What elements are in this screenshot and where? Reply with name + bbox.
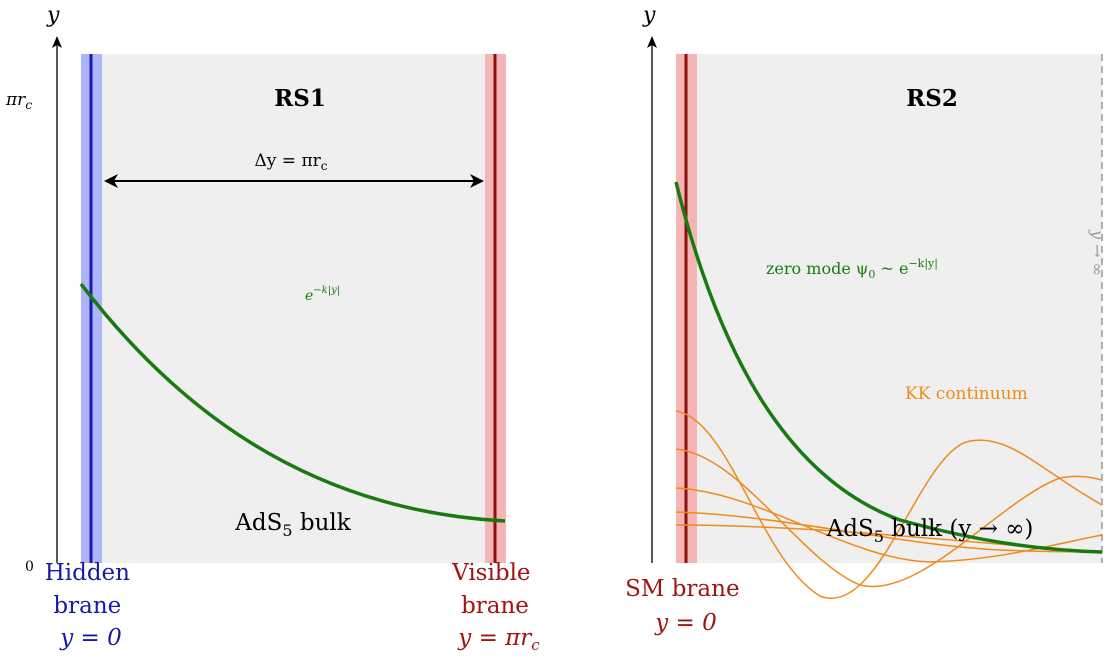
rs2-bulk-label: AdS5 bulk (y → ∞) <box>826 516 1034 546</box>
infinity-boundary-label: y → ∞ <box>1088 229 1107 276</box>
rs1-y-axis-label: y <box>46 3 60 28</box>
rs1-y-zero-tick: 0 <box>25 559 34 575</box>
rs2-y-axis-arrowhead <box>647 36 657 48</box>
rs1-warp-curve <box>79 282 506 523</box>
rs1-bulk-label: AdS5 bulk <box>234 510 351 540</box>
sm-brane-label: SM brane y = 0 <box>625 576 747 636</box>
rs2-title: RS2 <box>906 85 958 112</box>
rs1-title: RS1 <box>274 85 326 112</box>
kk-mode-1 <box>675 410 1103 600</box>
rs1-delta-label: Δy = πrc <box>255 151 328 173</box>
rs1-y-top-tick: πrc <box>5 90 32 112</box>
rs1-delta-arrow <box>104 174 484 188</box>
visible-brane-position: y = πrc <box>457 625 540 654</box>
rs2-bulk-region <box>676 54 1102 563</box>
visible-brane-label: Visible brane <box>451 560 538 619</box>
kk-continuum-label: KK continuum <box>905 384 1028 404</box>
rs1-panel: y πrc 0 RS1 Δy = πrc e−k|y| AdS5 bulk Hi… <box>5 3 540 654</box>
rs2-y-axis-label: y <box>642 3 656 28</box>
rs1-curve-label: e−k|y| <box>305 285 340 304</box>
kk-mode-3 <box>675 487 1103 563</box>
kk-mode-2 <box>675 448 1103 588</box>
hidden-brane-label: Hidden brane y = 0 <box>45 560 138 651</box>
rs1-bulk-region <box>81 54 505 563</box>
rs1-y-axis-arrowhead <box>52 36 62 48</box>
zero-mode-label: zero mode ψ0 ~ e−k|y| <box>766 257 938 281</box>
rs2-panel: y y → ∞ RS2 zero mode ψ0 ~ e−k|y| KK con… <box>625 3 1107 636</box>
rs2-zero-mode-curve <box>674 181 1103 554</box>
